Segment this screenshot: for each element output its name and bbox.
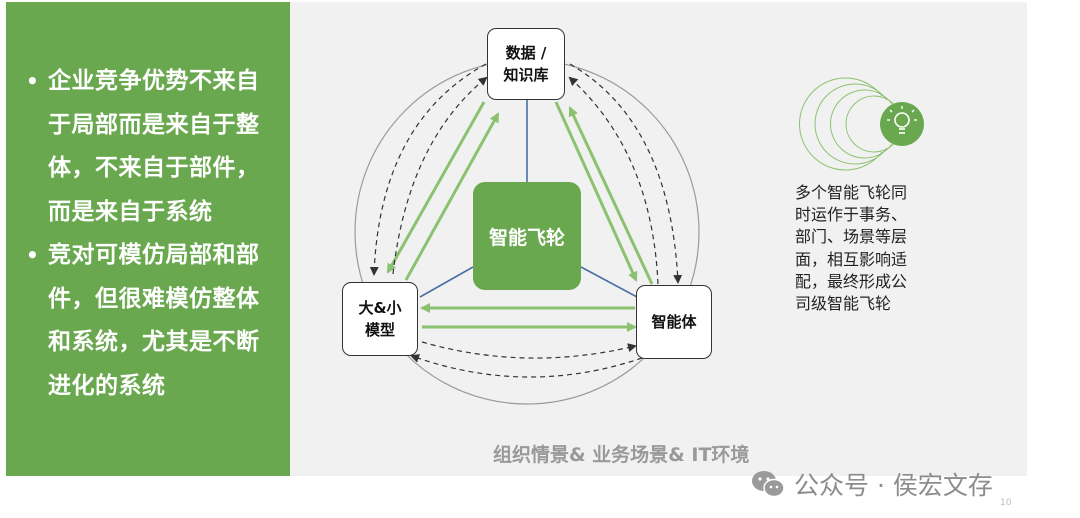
green-arrow-right-down: [554, 101, 638, 282]
bullet-text-1: 企业竞争优势不来自 于局部而是来自于整 体，不来自于部件， 而是来自于系统: [48, 60, 272, 234]
dashed-arc-bottom-2: [410, 354, 643, 378]
flywheel-diagram: [354, 59, 924, 405]
bullet-1-line-1: 企业竞争优势不来自: [48, 68, 260, 94]
page-number: 10: [1000, 498, 1012, 508]
desc-line-5: 配，最终形成公: [795, 271, 908, 291]
diagram-panel: 数据 / 知识库 大&小 模型 智能体 智能飞轮 多个智能飞轮同 时运作于事务、…: [290, 2, 1027, 476]
bullet-dot: •: [26, 69, 40, 93]
bullet-dot: •: [26, 243, 40, 267]
green-arrow-left-down: [386, 101, 486, 274]
bullet-2-line-4: 进化的系统: [48, 372, 166, 399]
node-left-line-2: 模型: [364, 321, 395, 339]
node-top-line-2: 知识库: [503, 66, 549, 84]
connector-right: [580, 266, 638, 298]
wechat-icon: [752, 471, 785, 498]
bullet-2-line-2: 件，但很难模仿整体: [48, 285, 260, 312]
desc-line-6: 司级智能飞轮: [795, 294, 892, 314]
bullet-1-line-2: 于局部而是来自于整: [48, 111, 260, 138]
dashed-arc-left-1: [369, 63, 487, 276]
left-text-panel: • 企业竞争优势不来自 于局部而是来自于整 体，不来自于部件， 而是来自于系统 …: [6, 2, 290, 476]
dashed-arc-left-2: [392, 76, 488, 275]
node-agent: 智能体: [636, 285, 712, 359]
desc-line-3: 部门、场景等层: [795, 227, 908, 247]
center-flywheel: 智能飞轮: [473, 182, 581, 290]
bullet-1-line-3: 体，不来自于部件，: [48, 155, 260, 181]
watermark-text: 公众号 · 侯宏文存: [794, 471, 993, 500]
desc-line-1: 多个智能飞轮同: [795, 183, 908, 202]
node-data-knowledge-base: 数据 / 知识库: [487, 28, 565, 100]
dashed-arc-right-2: [568, 76, 659, 285]
lightbulb-icon: [799, 77, 924, 171]
bullet-2-line-3: 和系统，尤其是不断: [48, 329, 260, 355]
environment-caption: 组织情景& 业务场景& IT环境: [493, 444, 750, 466]
green-arrow-right-up: [568, 106, 654, 285]
node-right-line-1: 智能体: [651, 313, 697, 331]
node-large-small-model: 大&小 模型: [342, 282, 418, 356]
green-arrow-left-up: [404, 112, 500, 281]
flywheel-description: 多个智能飞轮同 时运作于事务、 部门、场景等层 面，相互影响适 配，最终形成公 …: [795, 182, 935, 315]
node-left-line-1: 大&小: [358, 299, 402, 317]
bullet-1-line-4: 而是来自于系统: [48, 198, 213, 225]
bullet-item-1: • 企业竞争优势不来自 于局部而是来自于整 体，不来自于部件， 而是来自于系统: [26, 60, 272, 234]
dashed-arc-right-1: [569, 63, 683, 284]
watermark: 公众号 · 侯宏文存: [750, 466, 993, 502]
connector-left: [419, 266, 474, 298]
desc-line-2: 时运作于事务、: [795, 205, 908, 225]
bullet-text-2: 竞对可模仿局部和部 件，但很难模仿整体 和系统，尤其是不断 进化的系统: [48, 234, 272, 408]
bullet-item-2: • 竞对可模仿局部和部 件，但很难模仿整体 和系统，尤其是不断 进化的系统: [26, 234, 272, 408]
center-label: 智能飞轮: [488, 226, 565, 249]
desc-line-4: 面，相互影响适: [795, 249, 908, 269]
dashed-arc-bottom-1: [421, 341, 637, 359]
node-top-line-1: 数据 /: [505, 44, 547, 62]
bullet-2-line-1: 竞对可模仿局部和部: [48, 242, 260, 268]
